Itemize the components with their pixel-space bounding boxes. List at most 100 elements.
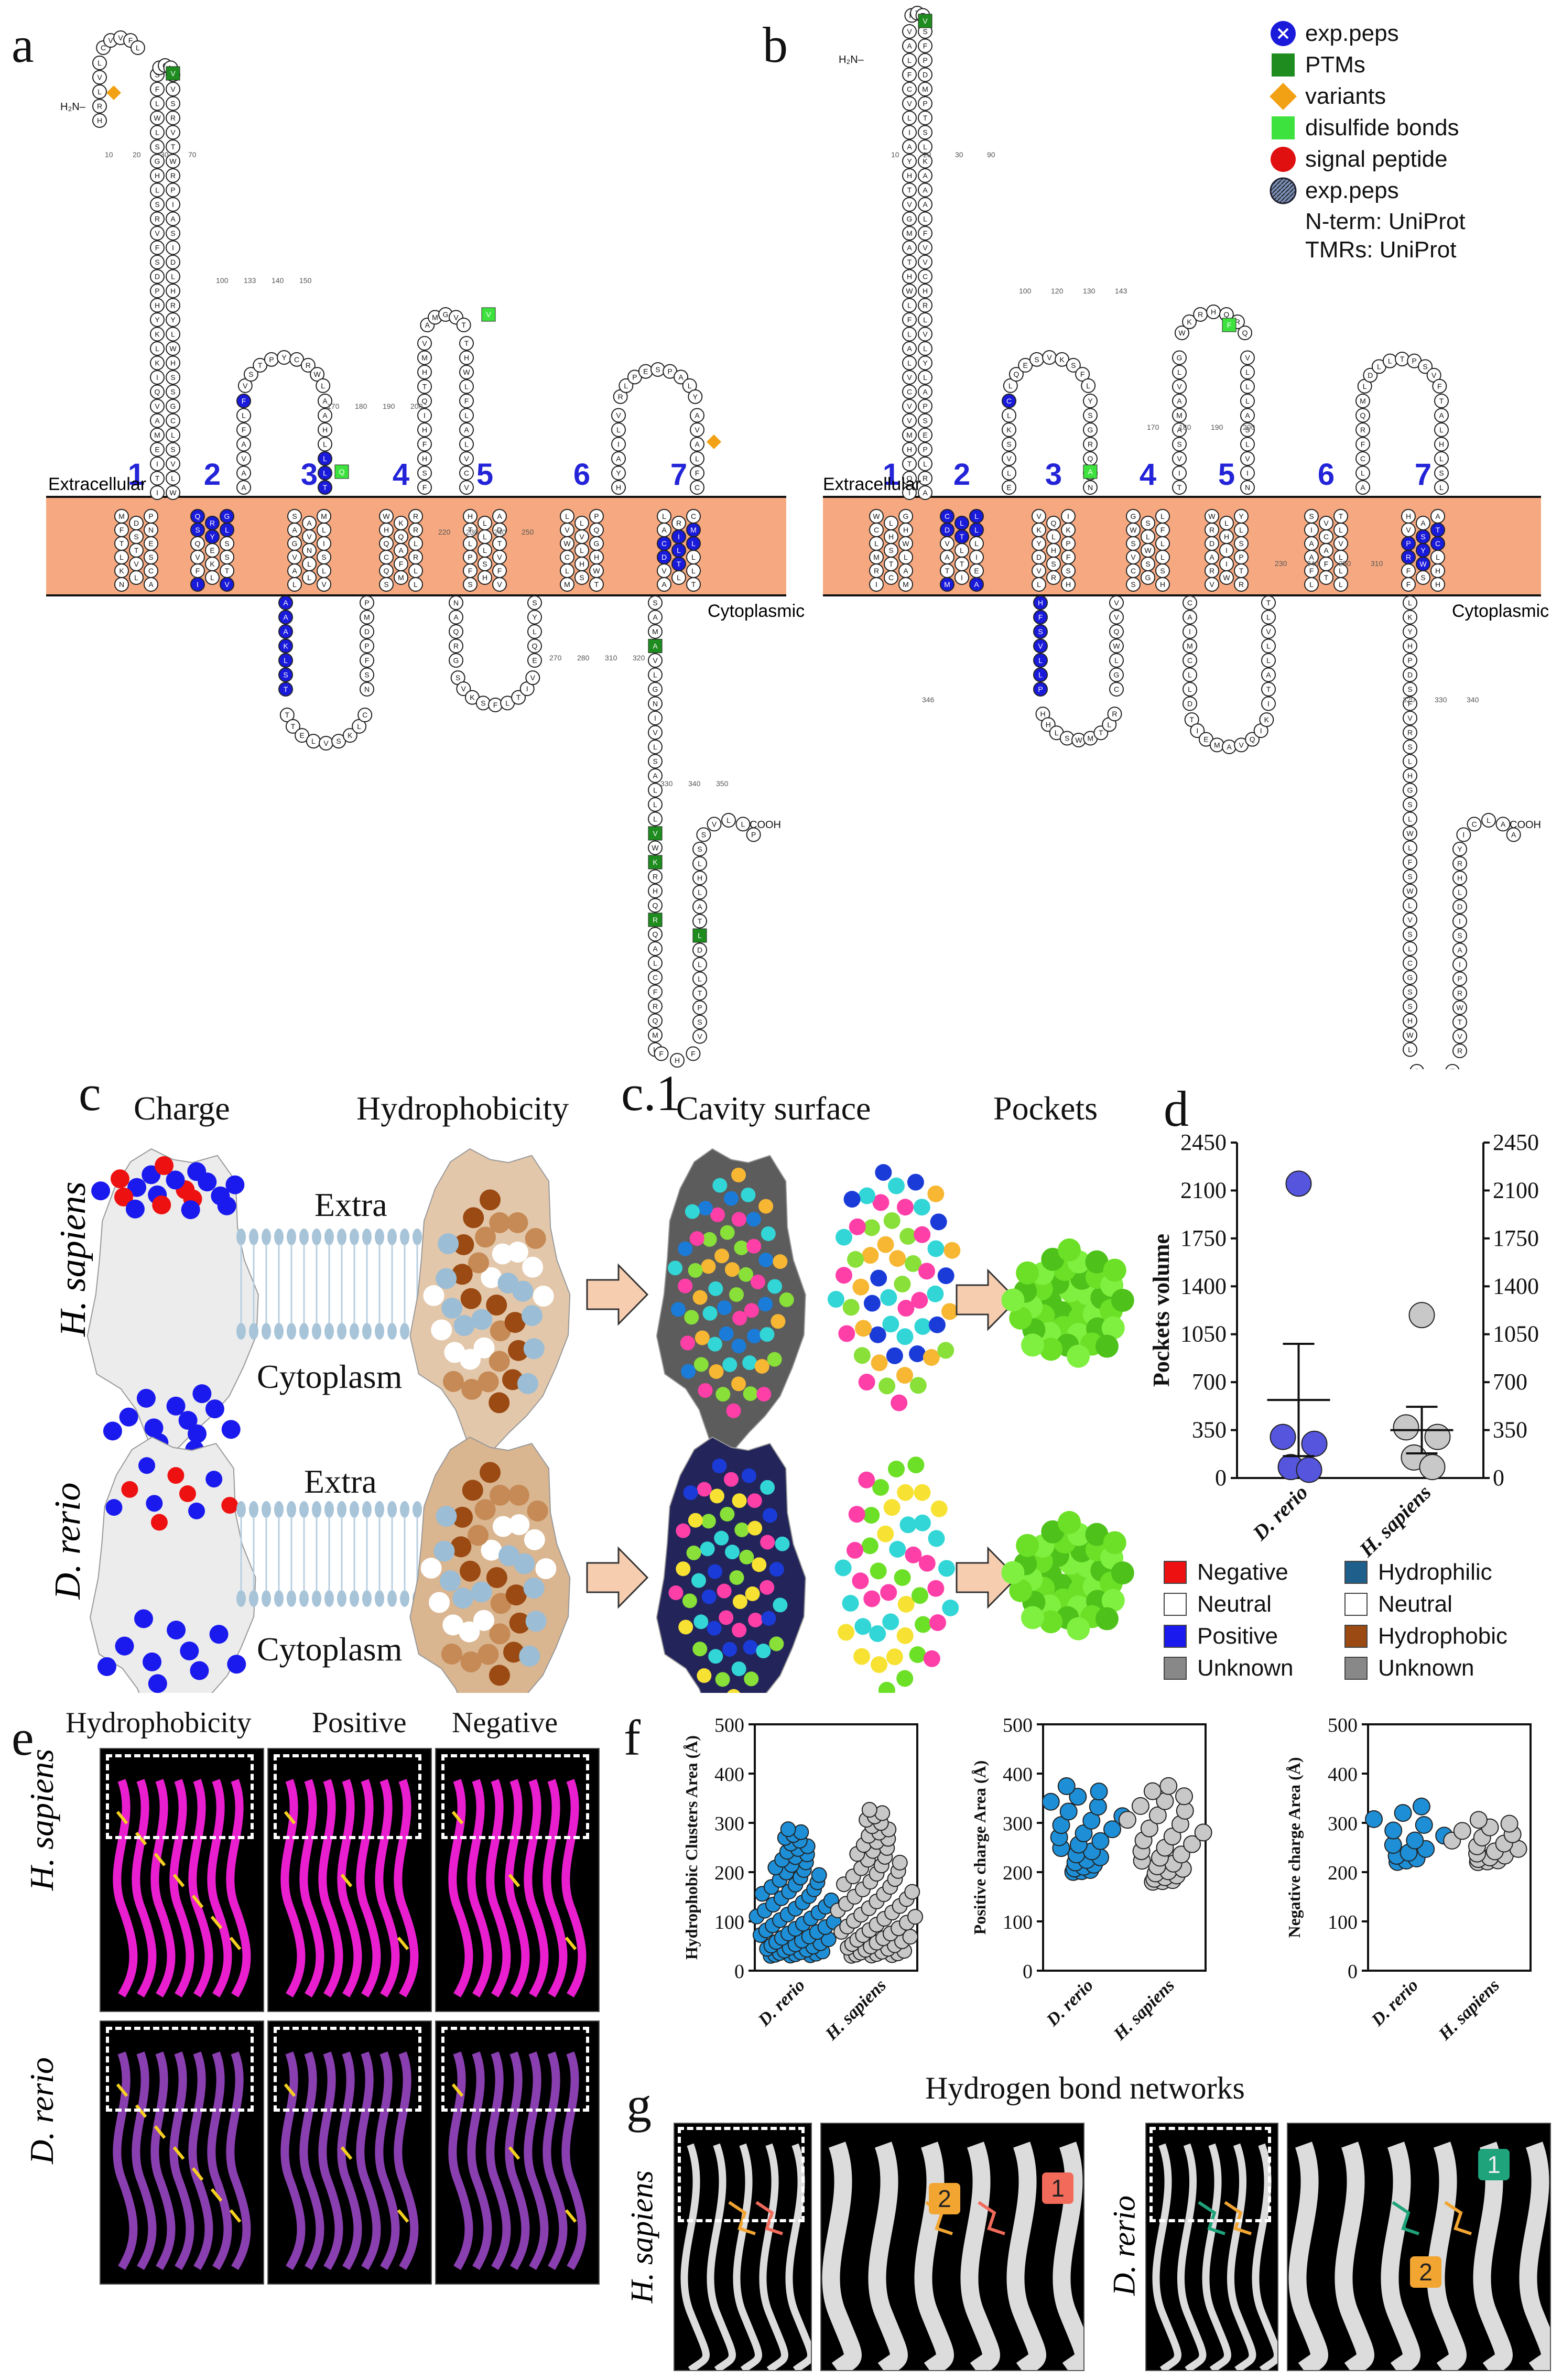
residue: S bbox=[1418, 359, 1433, 374]
residue: V bbox=[1401, 523, 1416, 537]
residue-circle bbox=[1403, 638, 1417, 654]
residue-letter: L bbox=[1114, 656, 1119, 665]
residue: G bbox=[1083, 422, 1098, 437]
residue: L bbox=[1172, 365, 1187, 379]
helix-ribbon bbox=[561, 1779, 587, 1998]
residue: R bbox=[1205, 563, 1219, 578]
residue: Q bbox=[190, 536, 205, 551]
residue-letter: R bbox=[413, 512, 418, 520]
residue-circle bbox=[459, 336, 474, 351]
residue: A bbox=[144, 577, 158, 592]
residue: E bbox=[1198, 732, 1213, 747]
residue: L bbox=[302, 557, 317, 571]
residue: D bbox=[1183, 696, 1197, 711]
residue-letter: C bbox=[384, 553, 389, 561]
residue: V bbox=[417, 336, 432, 351]
residue-letter: L bbox=[284, 656, 288, 665]
residue: R bbox=[1205, 523, 1219, 537]
residue: L bbox=[459, 437, 474, 452]
residue-circle bbox=[459, 394, 474, 408]
red-circle-icon bbox=[1271, 147, 1296, 172]
data-point bbox=[892, 1854, 908, 1871]
residue-circle bbox=[692, 899, 707, 914]
residue-letter: F bbox=[1406, 567, 1411, 575]
residue: K bbox=[205, 557, 220, 571]
helix-ribbon bbox=[1288, 2142, 1328, 2377]
residue-circle bbox=[316, 378, 331, 393]
residue-circle bbox=[902, 168, 917, 183]
residue-letter: T bbox=[1177, 483, 1182, 492]
residue-number: 143 bbox=[1115, 287, 1127, 295]
selected-pocket bbox=[1009, 1306, 1033, 1330]
residue: Q bbox=[190, 509, 205, 524]
highlight-segment bbox=[116, 2083, 128, 2097]
residue: F bbox=[654, 1046, 669, 1061]
cavity-blob bbox=[761, 1611, 776, 1626]
residue-letter: H bbox=[594, 553, 599, 561]
data-point bbox=[793, 1824, 809, 1840]
residue-number: 330 bbox=[1435, 695, 1447, 704]
residue-circle bbox=[1033, 667, 1048, 682]
helix-ribbon bbox=[280, 2051, 306, 2270]
residue-letter: R bbox=[1209, 567, 1214, 575]
residue-sticks bbox=[1444, 2201, 1472, 2235]
residue-letter: R bbox=[1239, 580, 1244, 589]
residue-letter: C bbox=[923, 273, 928, 281]
residue-letter: T bbox=[1450, 1067, 1455, 1069]
residue: P bbox=[166, 182, 180, 198]
residue: D bbox=[166, 255, 180, 269]
residue-letter: L bbox=[1361, 469, 1365, 477]
residue-letter: W bbox=[1178, 329, 1186, 337]
residue-circle bbox=[150, 413, 165, 428]
residue-circle bbox=[692, 871, 707, 885]
residue-letter: L bbox=[483, 519, 487, 527]
residue-circle bbox=[459, 408, 474, 423]
residue: R bbox=[648, 999, 663, 1014]
residue-letter: L bbox=[155, 100, 159, 108]
residue: Q bbox=[449, 624, 463, 639]
residue-circle bbox=[150, 255, 165, 269]
hydro-patch bbox=[420, 1558, 442, 1579]
residue: L bbox=[287, 577, 302, 592]
extracellular-region-box bbox=[106, 1754, 254, 1839]
helix-ribbon bbox=[448, 1779, 473, 1998]
residue-letter: F bbox=[1080, 370, 1085, 378]
helix-ribbon bbox=[467, 1779, 492, 1998]
residue-letter: A bbox=[1439, 411, 1444, 420]
residue-circle bbox=[1403, 783, 1417, 798]
residue-circle bbox=[492, 577, 507, 592]
cavity-blob bbox=[724, 1472, 739, 1487]
residue: I bbox=[317, 536, 331, 551]
residue: L bbox=[150, 125, 165, 140]
residue-circle bbox=[1434, 480, 1449, 495]
residue: R bbox=[1083, 437, 1098, 452]
residue-letter: C bbox=[888, 573, 894, 582]
residue-letter: I bbox=[908, 128, 910, 137]
residue-letter: D bbox=[1036, 553, 1042, 561]
residue-letter: P bbox=[751, 831, 756, 839]
residue-circle bbox=[278, 595, 293, 610]
pocket-blob bbox=[927, 1285, 944, 1302]
hydro-patch bbox=[444, 1342, 465, 1363]
legend-charge-positive: Positive bbox=[1164, 1623, 1278, 1649]
residue-circle bbox=[918, 154, 932, 169]
lipid-head bbox=[413, 1501, 422, 1518]
residue-circle bbox=[902, 485, 917, 500]
lipid-head bbox=[362, 1590, 372, 1607]
residue: F bbox=[114, 523, 129, 537]
residue-letter: R bbox=[1112, 710, 1117, 718]
residue-letter: Y bbox=[693, 393, 698, 401]
residue-circle bbox=[1434, 422, 1449, 437]
residue: A bbox=[236, 437, 251, 452]
legend-hydro-unknown: Unknown bbox=[1344, 1655, 1474, 1681]
residue-letter: E bbox=[1023, 361, 1027, 370]
residue-circle bbox=[449, 595, 463, 610]
charge-patch bbox=[115, 1636, 134, 1656]
ribbon-svg bbox=[448, 2051, 587, 2270]
residue: A bbox=[690, 408, 704, 423]
residue-circle bbox=[408, 577, 423, 592]
hydro-patch bbox=[509, 1612, 530, 1634]
residue: M bbox=[1209, 737, 1224, 753]
residue: V bbox=[1426, 367, 1441, 383]
residue: A bbox=[674, 370, 689, 385]
